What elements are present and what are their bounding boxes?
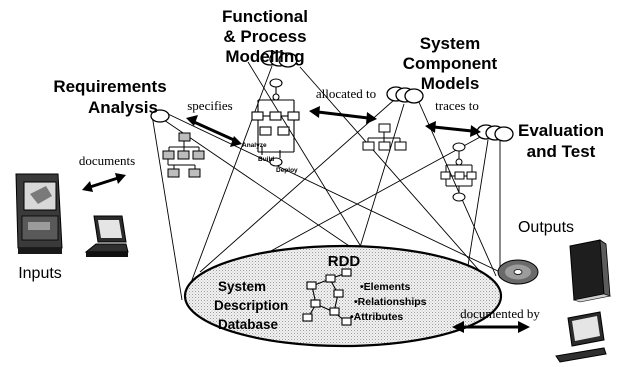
component-hierarchy-model (362, 123, 407, 151)
allocated-to-label: allocated to (316, 86, 376, 101)
db-item-elements: •Elements (360, 281, 411, 293)
output-book-icon (569, 239, 612, 303)
title-requirements-analysis: Requirements Analysis (53, 77, 166, 117)
arrow-documented-by: documented by (452, 306, 540, 333)
system-line1: System (420, 34, 480, 53)
outputs-label: Outputs (518, 219, 574, 236)
system-line2: Component (403, 54, 498, 73)
arrow-documents: documents (79, 153, 135, 192)
spotlight-requirements (150, 109, 170, 123)
requirements-hierarchy-model (162, 132, 205, 178)
title-evaluation-and-test: Evaluation and Test (518, 121, 604, 161)
traces-to-label: traces to (435, 98, 479, 113)
arrow-traces-to: traces to (425, 98, 481, 137)
title-functional-modelling: Functional & Process Modelling (222, 7, 308, 66)
output-laptop-icon (555, 311, 607, 363)
spotlight-functional (260, 50, 298, 68)
documented-by-label: documented by (460, 306, 540, 321)
title-system-component-models: System Component Models (403, 34, 498, 93)
functional-line3: Modelling (225, 47, 304, 66)
evaluation-test-model (440, 142, 477, 202)
db-name-line3: Database (218, 317, 279, 332)
functional-process-model: Analyze Build Deploy (242, 78, 300, 174)
arrow-allocated-to: allocated to (309, 86, 377, 124)
db-name-line1: System (218, 279, 266, 294)
inputs-label: Inputs (18, 265, 62, 282)
analyze-label: Analyze (242, 142, 267, 149)
documents-label: documents (79, 153, 135, 168)
arrow-specifies: specifies (186, 98, 242, 147)
spotlight-evaluation (476, 124, 514, 142)
functional-line1: Functional (222, 7, 308, 26)
projection-lines (151, 61, 501, 346)
spotlight-system (386, 86, 424, 104)
functional-line2: & Process (223, 27, 306, 46)
input-terminal-icon (15, 173, 63, 254)
db-network-graph (302, 268, 352, 326)
db-item-attributes: •Attributes (350, 311, 403, 323)
evaluation-line1: Evaluation (518, 121, 604, 140)
system-line3: Models (421, 74, 480, 93)
input-laptop-icon (84, 215, 129, 257)
requirements-line1: Requirements (53, 77, 166, 96)
specifies-label: specifies (187, 98, 232, 113)
deploy-label: Deploy (276, 167, 298, 174)
rdd-label: RDD (328, 253, 361, 270)
evaluation-line2: and Test (527, 142, 596, 161)
db-item-relationships: •Relationships (354, 296, 427, 308)
output-disk-icon (497, 259, 539, 285)
requirements-line2: Analysis (88, 98, 158, 117)
db-name-line2: Description (214, 298, 288, 313)
build-label: Build (258, 156, 274, 163)
